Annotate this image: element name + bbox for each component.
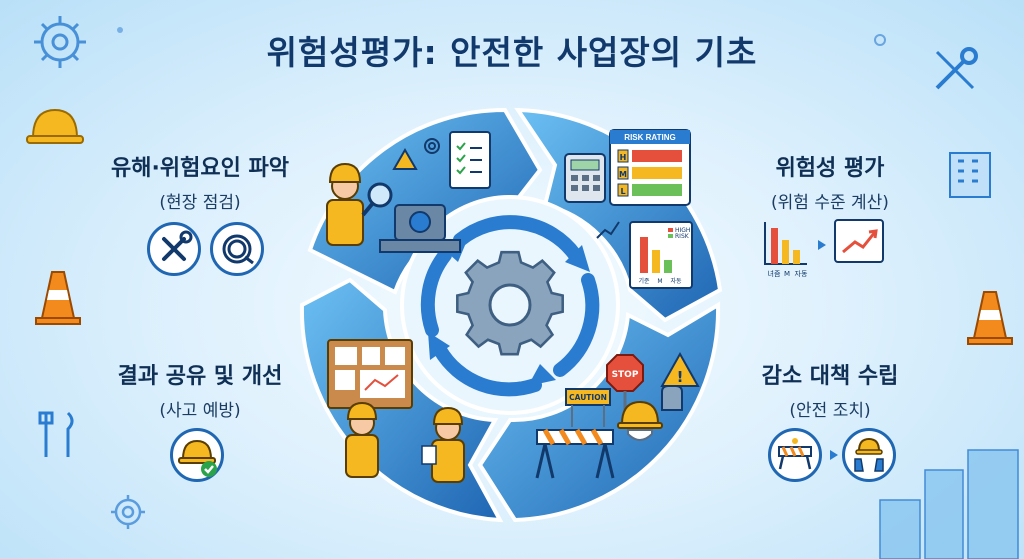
ppe-badge <box>842 428 896 482</box>
stop-sign-text: STOP <box>612 370 639 380</box>
caution-sign-text: CAUTION <box>569 393 607 402</box>
step-title: 결과 공유 및 개선 <box>117 364 283 389</box>
worker-presenter-illustration <box>345 401 379 478</box>
gear-icon <box>424 138 440 154</box>
step-label-risk-assessment: 위험성 평가 (위험 수준 계산) <box>710 150 950 213</box>
axis-label: 자동 <box>670 277 682 285</box>
step-title: 유해·위험요인 파악 <box>111 156 289 181</box>
risk-rating-heading: RISK RATING <box>624 133 675 142</box>
mini-axis-label: M <box>784 270 790 278</box>
worker-listener-illustration <box>421 406 465 483</box>
level-m: M <box>619 170 627 179</box>
cycle-arrows <box>420 215 600 397</box>
level-h: H <box>620 153 627 162</box>
trend-up-chart-icon <box>834 219 884 263</box>
helmet-check-icon <box>178 439 217 477</box>
arrow-right-icon <box>818 240 826 250</box>
step-subtitle: (현장 점검) <box>159 193 241 213</box>
gear-icon <box>111 495 145 529</box>
helmet-check-badge <box>170 428 224 482</box>
building-icon <box>949 152 991 198</box>
tools-icon <box>38 411 74 457</box>
step-subtitle: (사고 예방) <box>159 401 241 421</box>
cable-coil-icon <box>222 234 254 265</box>
risk-rating-panel: RISK RATING H M L <box>609 129 691 206</box>
caution-sign-icon: CAUTION <box>565 388 611 427</box>
stop-sign-icon: STOP <box>606 354 644 413</box>
trend-chart-icon <box>596 221 620 239</box>
axis-label: M <box>657 278 662 285</box>
tools-badge <box>147 222 201 276</box>
warning-mark: ! <box>677 368 684 386</box>
gear-icon <box>34 16 86 68</box>
helmet-gloves-icon <box>854 437 884 472</box>
barrier-icon <box>778 438 812 470</box>
step-title: 감소 대책 수립 <box>761 364 899 389</box>
machine-icon <box>379 204 461 253</box>
gloves-icon <box>661 385 683 411</box>
mini-axis-label: 녀즘 <box>768 269 781 278</box>
worker-inspector-illustration <box>326 162 393 246</box>
risk-bar-chart: HIGH RISK 기준 M 자동 <box>629 221 693 289</box>
arrow-right-icon <box>830 450 838 460</box>
step-label-hazard-identification: 유해·위험요인 파악 (현장 점검) <box>80 150 320 213</box>
barrier-icon <box>535 428 615 479</box>
level-l: L <box>620 187 625 196</box>
legend-high: HIGH <box>675 227 690 234</box>
city-skyline <box>879 449 1019 559</box>
traffic-cone-icon <box>35 271 81 325</box>
page-title: 위험성평가: 안전한 사업장의 기초 <box>266 33 758 72</box>
central-gear-icon <box>456 250 564 356</box>
cable-badge <box>210 222 264 276</box>
calculator-icon <box>564 153 606 203</box>
warning-icon <box>392 148 418 170</box>
barrier-badge <box>768 428 822 482</box>
bulletin-board-icon <box>327 339 413 409</box>
step-subtitle: (안전 조치) <box>789 401 871 421</box>
wrench-screwdriver-icon <box>162 230 193 261</box>
wrench-icon <box>935 47 978 90</box>
legend-risk: RISK <box>675 233 690 240</box>
step-title: 위험성 평가 <box>775 156 885 181</box>
hard-hat-icon <box>26 108 84 144</box>
step-label-share-improve: 결과 공유 및 개선 (사고 예방) <box>80 358 320 421</box>
checklist-icon <box>449 131 491 189</box>
mini-axis-label: 자동 <box>795 269 808 278</box>
mini-bar-chart: 녀즘 M 자동 <box>764 222 808 278</box>
traffic-cone-icon <box>967 291 1013 345</box>
step-subtitle: (위험 수준 계산) <box>771 193 889 213</box>
axis-label: 기준 <box>638 277 650 285</box>
step-label-mitigation: 감소 대책 수립 (안전 조치) <box>710 358 950 421</box>
safety-helmet-icon <box>617 400 663 441</box>
